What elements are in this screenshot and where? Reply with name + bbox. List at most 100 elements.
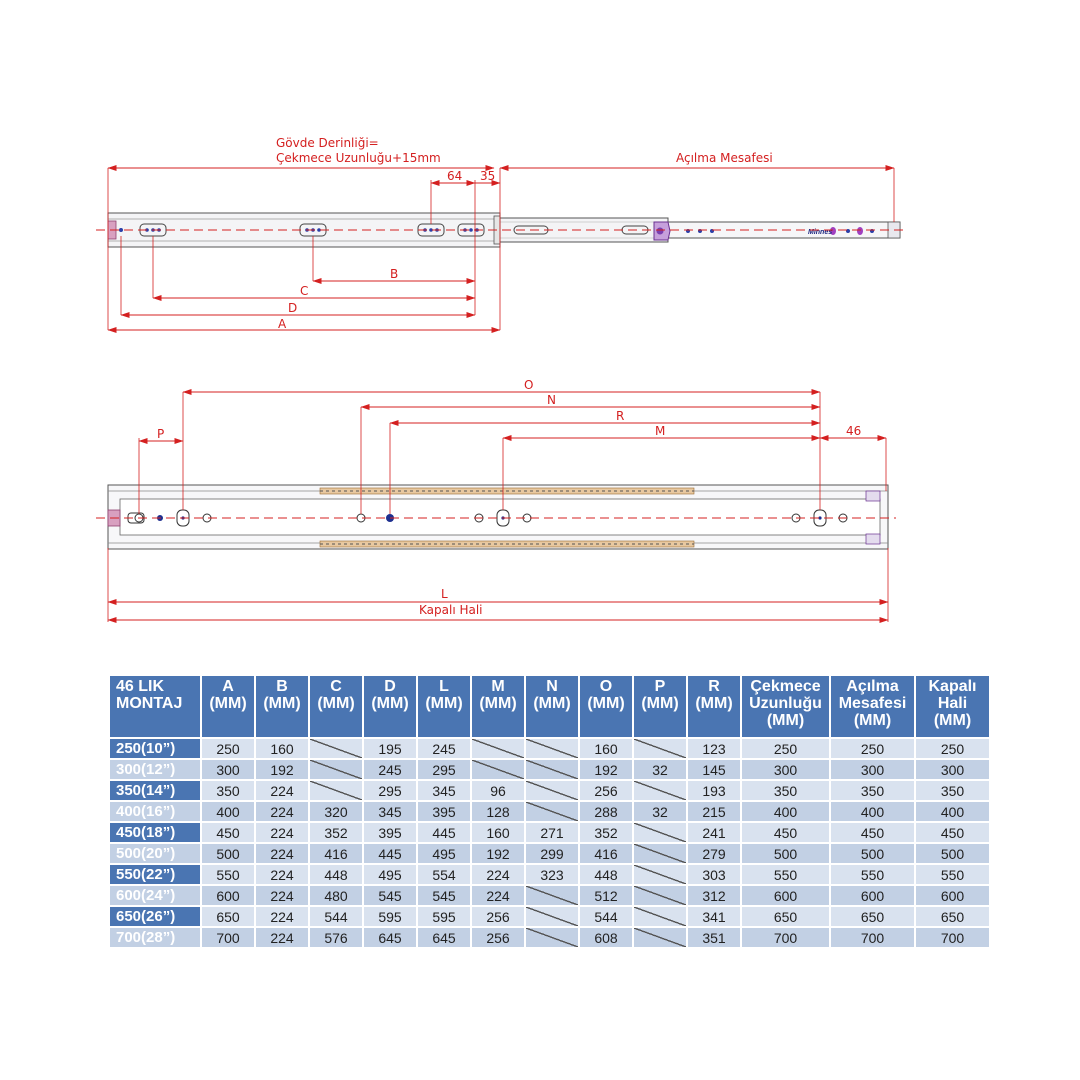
value-cell: 250 — [742, 739, 829, 758]
header-text: (MM) — [533, 695, 571, 712]
header-text: O — [599, 678, 613, 695]
header-text: (MM) — [317, 695, 355, 712]
value-cell: 450 — [831, 823, 914, 842]
value-cell: 224 — [256, 844, 308, 863]
header-cell: P(MM) — [634, 676, 686, 737]
value-cell: 600 — [831, 886, 914, 905]
value-cell: 123 — [688, 739, 740, 758]
value-cell: 700 — [742, 928, 829, 947]
value-cell: 299 — [526, 844, 578, 863]
value-cell: 145 — [688, 760, 740, 779]
value-cell: 224 — [256, 802, 308, 821]
value-cell: 224 — [256, 928, 308, 947]
value-cell: 323 — [526, 865, 578, 884]
value-cell: 215 — [688, 802, 740, 821]
value-cell: 192 — [256, 760, 308, 779]
value-cell — [526, 781, 578, 800]
opening-distance-label: Açılma Mesafesi — [676, 151, 773, 165]
value-cell: 350 — [202, 781, 254, 800]
header-text: Hali — [937, 695, 968, 712]
value-cell: 32 — [634, 802, 686, 821]
value-cell: 512 — [580, 886, 632, 905]
top-view: Minnes Gövde Derinliği= Çekmece Uzunluğ — [96, 136, 905, 333]
value-cell: 224 — [256, 907, 308, 926]
value-cell: 300 — [742, 760, 829, 779]
value-cell: 650 — [742, 907, 829, 926]
value-cell: 96 — [472, 781, 524, 800]
value-cell: 495 — [418, 844, 470, 863]
header-text: (MM) — [695, 695, 733, 712]
header-text: (MM) — [425, 695, 463, 712]
value-cell — [526, 928, 578, 947]
value-cell — [310, 781, 362, 800]
value-cell — [634, 844, 686, 863]
size-cell: 450(18”) — [110, 823, 200, 842]
value-cell: 445 — [418, 823, 470, 842]
value-cell: 700 — [831, 928, 914, 947]
value-cell: 545 — [364, 886, 416, 905]
header-text: (MM) — [641, 695, 679, 712]
dim-B: B — [390, 267, 398, 281]
value-cell — [310, 760, 362, 779]
value-cell: 395 — [364, 823, 416, 842]
value-cell — [526, 802, 578, 821]
value-cell: 288 — [580, 802, 632, 821]
value-cell: 550 — [916, 865, 989, 884]
value-cell: 550 — [831, 865, 914, 884]
value-cell: 32 — [634, 760, 686, 779]
header-text: B — [276, 678, 288, 695]
header-text: R — [708, 678, 720, 695]
value-cell: 400 — [916, 802, 989, 821]
value-cell: 195 — [364, 739, 416, 758]
header-cell: M(MM) — [472, 676, 524, 737]
value-cell: 320 — [310, 802, 362, 821]
value-cell: 256 — [472, 907, 524, 926]
value-cell: 600 — [202, 886, 254, 905]
dim-L: L — [441, 587, 448, 601]
value-cell: 700 — [916, 928, 989, 947]
value-cell: 645 — [418, 928, 470, 947]
value-cell — [526, 886, 578, 905]
size-cell: 650(26”) — [110, 907, 200, 926]
closed-state-label: Kapalı Hali — [419, 603, 483, 617]
value-cell: 256 — [472, 928, 524, 947]
value-cell — [526, 760, 578, 779]
value-cell: 554 — [418, 865, 470, 884]
dim-35: 35 — [480, 169, 495, 183]
value-cell: 224 — [472, 886, 524, 905]
value-cell: 224 — [256, 865, 308, 884]
value-cell: 550 — [742, 865, 829, 884]
value-cell: 352 — [310, 823, 362, 842]
value-cell: 341 — [688, 907, 740, 926]
header-text: (MM) — [933, 712, 972, 729]
value-cell: 160 — [472, 823, 524, 842]
value-cell: 192 — [580, 760, 632, 779]
value-cell: 445 — [364, 844, 416, 863]
value-cell: 645 — [364, 928, 416, 947]
value-cell — [634, 865, 686, 884]
value-cell — [634, 739, 686, 758]
size-cell: 700(28”) — [110, 928, 200, 947]
value-cell: 480 — [310, 886, 362, 905]
header-text: (MM) — [263, 695, 301, 712]
value-cell — [634, 886, 686, 905]
header-cell: R(MM) — [688, 676, 740, 737]
value-cell: 576 — [310, 928, 362, 947]
value-cell: 192 — [472, 844, 524, 863]
value-cell: 545 — [418, 886, 470, 905]
value-cell: 350 — [831, 781, 914, 800]
header-text: Kapalı — [928, 678, 977, 695]
value-cell: 303 — [688, 865, 740, 884]
header-text: Mesafesi — [838, 695, 907, 712]
value-cell: 400 — [742, 802, 829, 821]
value-cell: 495 — [364, 865, 416, 884]
value-cell: 416 — [310, 844, 362, 863]
header-cell: L(MM) — [418, 676, 470, 737]
header-cell: C(MM) — [310, 676, 362, 737]
dim-P: P — [157, 427, 164, 441]
value-cell: 352 — [580, 823, 632, 842]
